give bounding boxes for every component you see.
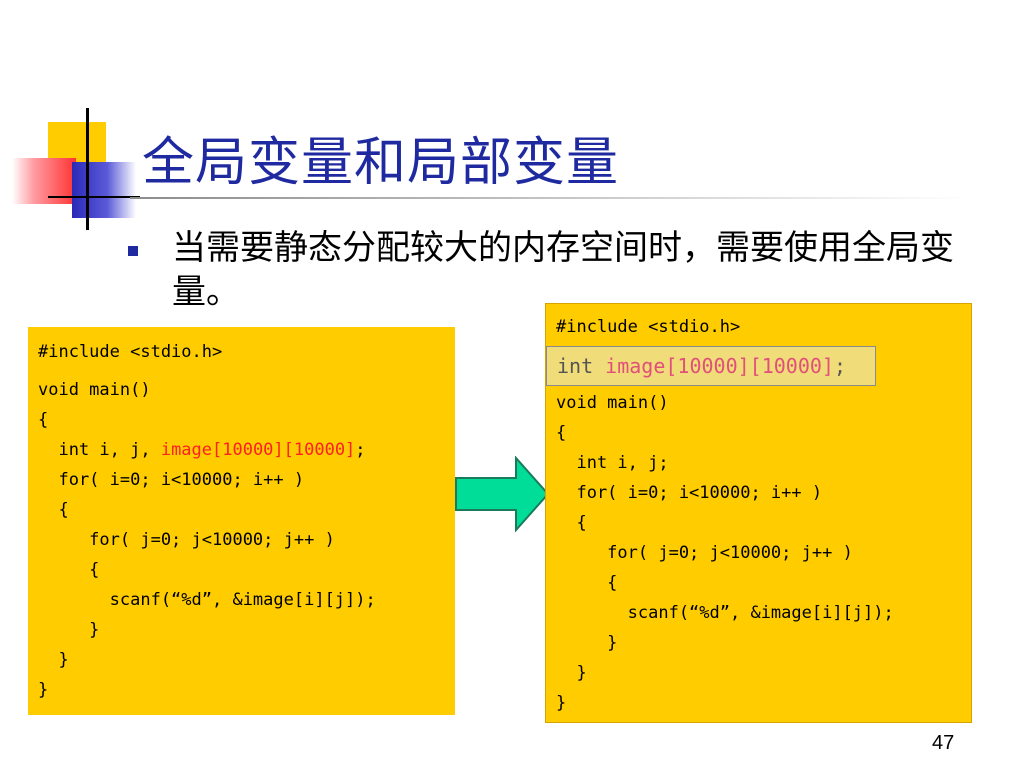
code-line-open-brace: { [556, 513, 587, 533]
square-bullet-icon [128, 246, 138, 256]
code-line-main: void main() [38, 380, 151, 400]
code-line-main: void main() [556, 393, 669, 413]
global-variable-code-block: #include <stdio.h> int image[10000][1000… [545, 303, 972, 723]
code-line-close-brace: } [38, 620, 100, 640]
local-variable-code-block: #include <stdio.h> void main() { int i, … [28, 327, 455, 715]
decorative-logo [0, 100, 140, 230]
code-line-close-brace: } [556, 693, 567, 713]
bullet-text: 当需要静态分配较大的内存空间时，需要使用全局变量。 [172, 228, 954, 312]
code-line-local-declaration: int i, j; [556, 453, 669, 473]
slide-title: 全局变量和局部变量 [142, 133, 620, 193]
title-divider [130, 197, 970, 199]
global-declaration-highlight: int image[10000][10000]; [546, 346, 876, 386]
code-line-include: #include <stdio.h> [556, 317, 741, 337]
code-line-close-brace: } [38, 650, 69, 670]
code-line-scanf: scanf(“%d”, &image[i][j]); [38, 590, 376, 610]
local-array-highlight: image[10000][10000] [160, 440, 356, 460]
code-line-open-brace: { [38, 560, 100, 580]
global-suffix: ; [833, 354, 846, 378]
code-line-for-i: for( i=0; i<10000; i++ ) [38, 470, 305, 490]
logo-horizontal-line [48, 196, 140, 198]
code-line-for-j: for( j=0; j<10000; j++ ) [556, 543, 853, 563]
declaration-prefix: int i, j, [38, 440, 161, 460]
global-type: int [557, 354, 606, 378]
code-line-scanf: scanf(“%d”, &image[i][j]); [556, 603, 894, 623]
code-line-for-j: for( j=0; j<10000; j++ ) [38, 530, 335, 550]
logo-blue-square [72, 162, 136, 218]
code-line-open-brace: { [38, 410, 49, 430]
bullet-point: 当需要静态分配较大的内存空间时，需要使用全局变量。 [128, 226, 978, 314]
global-array-highlight: image[10000][10000] [605, 354, 834, 378]
code-line-for-i: for( i=0; i<10000; i++ ) [556, 483, 823, 503]
right-arrow-icon [455, 456, 550, 532]
code-line-open-brace: { [556, 423, 567, 443]
logo-vertical-line [86, 108, 89, 230]
code-line-open-brace: { [38, 500, 69, 520]
code-line-close-brace: } [556, 663, 587, 683]
code-line-include: #include <stdio.h> [38, 342, 223, 362]
code-line-close-brace: } [556, 633, 618, 653]
code-line-local-declaration: int i, j, image[10000][10000]; [38, 435, 455, 465]
code-line-close-brace: } [38, 680, 49, 700]
page-number: 47 [932, 732, 955, 754]
declaration-suffix: ; [355, 440, 366, 460]
code-line-open-brace: { [556, 573, 618, 593]
